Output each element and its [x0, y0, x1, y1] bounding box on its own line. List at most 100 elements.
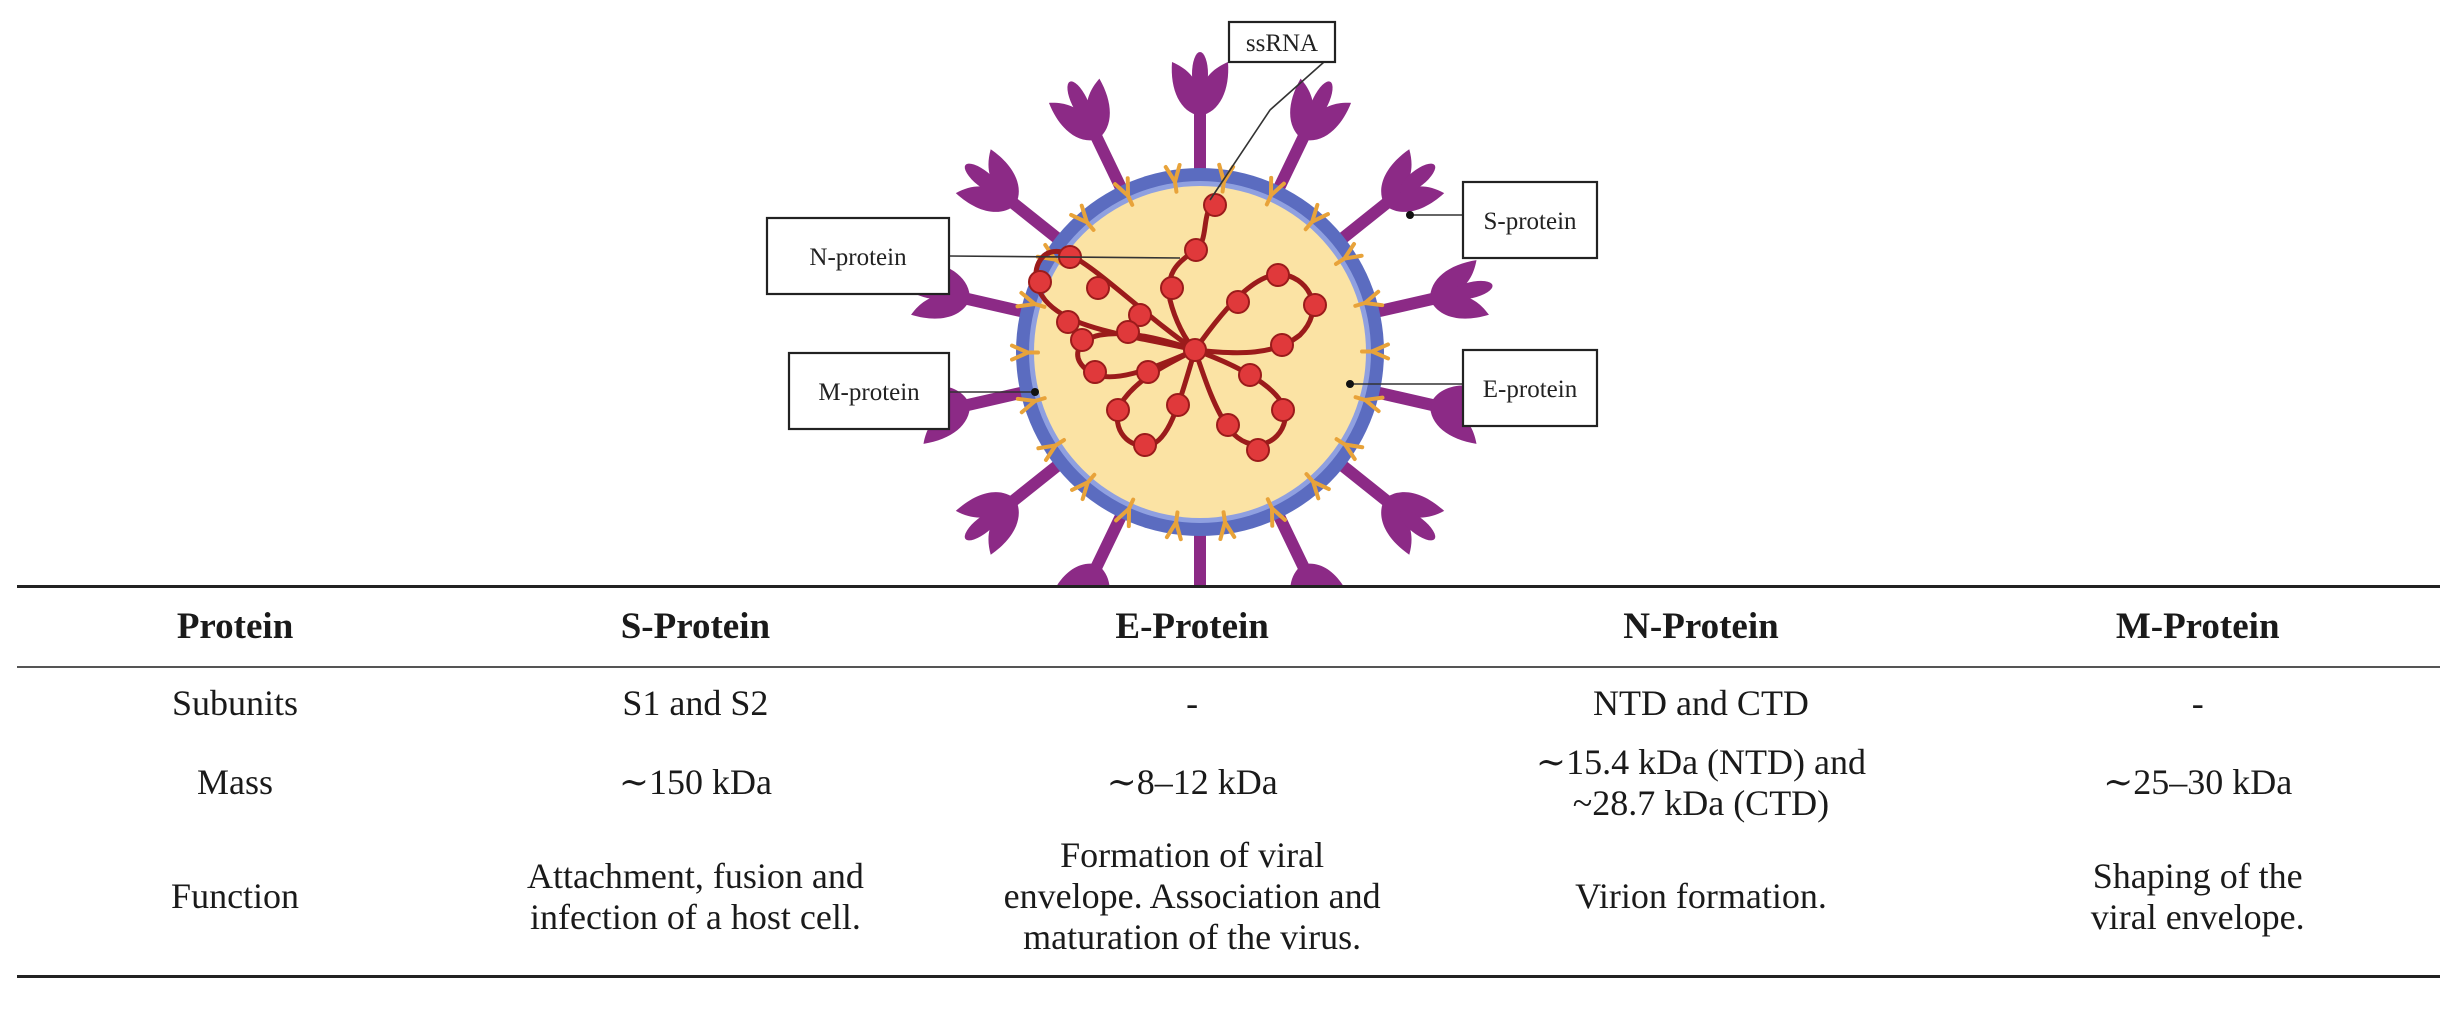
- nucleocapsid-bead: [1086, 276, 1110, 300]
- membrane-protein: [1036, 438, 1066, 463]
- cell-e-function: Formation of viral envelope. Association…: [1003, 835, 1381, 958]
- cell-m-function: Shaping of the viral envelope.: [2090, 855, 2305, 937]
- spike: [955, 149, 1071, 251]
- row-label-mass: Mass: [197, 762, 274, 802]
- nucleocapsid-bead: [1028, 270, 1052, 294]
- nucleocapsid-bead: [1303, 293, 1327, 317]
- cell-e-mass: ∼8–12 kDa: [1106, 762, 1278, 802]
- nucleocapsid-bead: [1246, 438, 1270, 462]
- nucleocapsid-bead: [1203, 193, 1227, 217]
- nucleocapsid-bead: [1056, 310, 1080, 334]
- table-row-function: Function Attachment, fusion and infectio…: [17, 827, 2440, 977]
- s-protein-label-box: [1461, 180, 1599, 260]
- membrane-protein: [1163, 162, 1182, 194]
- nucleocapsid-bead: [1216, 413, 1240, 437]
- cell-m-subunits: -: [2191, 682, 2204, 723]
- membrane-protein: [1015, 290, 1047, 309]
- nucleocapsid-bead: [1226, 290, 1250, 314]
- cell-s-mass: ∼150 kDa: [618, 762, 772, 802]
- spike: [1171, 52, 1229, 182]
- cell-m-mass: ∼25–30 kDa: [2103, 762, 2293, 802]
- n-protein-leader: [948, 255, 1181, 259]
- spike: [955, 453, 1071, 555]
- spike: [1194, 522, 1206, 585]
- nucleocapsid-bead: [1271, 398, 1295, 422]
- spike: [1048, 78, 1132, 202]
- membrane-protein: [1218, 510, 1237, 542]
- nucleocapsid-bead: [1184, 238, 1208, 262]
- cell-n-function: Virion formation.: [1575, 876, 1827, 917]
- membrane-protein: [1265, 497, 1287, 528]
- membrane-protein: [1359, 342, 1391, 361]
- nucleocapsid-bead: [1136, 360, 1160, 384]
- protein-properties-table: Protein S-Protein E-Protein N-Protein M-…: [17, 585, 2440, 978]
- membrane-protein: [1334, 437, 1365, 462]
- e-protein-label-box: [1461, 348, 1599, 428]
- m-protein-leader-dot: [1031, 388, 1039, 396]
- spike: [1329, 453, 1445, 555]
- spike: [1268, 78, 1352, 202]
- cell-n-subunits: NTD and CTD: [1592, 682, 1809, 723]
- nucleocapsid-bead: [1070, 328, 1094, 352]
- cell-n-mass: ∼15.4 kDa (NTD) and ~28.7 kDa (CTD): [1535, 741, 1866, 823]
- membrane-protein: [1303, 202, 1330, 232]
- table-row-subunits: Subunits S1 and S2 - NTD and CTD -: [17, 667, 2440, 739]
- membrane-protein: [1334, 241, 1364, 266]
- n-protein-label-box: [765, 216, 951, 296]
- nucleocapsid-bead: [1183, 338, 1207, 362]
- nucleocapsid-bead: [1266, 263, 1290, 287]
- spike: [1364, 260, 1493, 321]
- cell-s-subunits: S1 and S2: [622, 682, 769, 723]
- membrane-protein: [1164, 510, 1183, 542]
- header-n-protein: N-Protein: [1623, 606, 1779, 648]
- leader-dots: [1031, 211, 1414, 396]
- membrane-protein: [1304, 472, 1331, 501]
- spike-proteins: [907, 52, 1493, 585]
- label-boxes: [765, 20, 1599, 431]
- ssrna-label-box: [1227, 20, 1337, 64]
- m-protein-label-box: [787, 351, 951, 431]
- spike: [1268, 502, 1352, 585]
- nucleocapsid-bead: [1160, 276, 1184, 300]
- e-protein-label: E-protein: [1483, 376, 1578, 403]
- header-protein: Protein: [176, 606, 294, 648]
- membrane-protein: [1353, 395, 1385, 414]
- membrane-protein: [1113, 176, 1135, 207]
- membrane-protein: [1353, 289, 1385, 308]
- membrane-protein: [1070, 472, 1097, 502]
- s-protein-leader-dot: [1406, 211, 1414, 219]
- nucleocapsid-bead: [1083, 360, 1107, 384]
- e-protein-leader-dot: [1346, 380, 1354, 388]
- table-header-row: Protein S-Protein E-Protein N-Protein M-…: [17, 586, 2440, 667]
- nucleocapsid-bead: [1270, 333, 1294, 357]
- nucleocapsid-bead: [1133, 433, 1157, 457]
- spike: [1329, 149, 1445, 251]
- nucleocapsid-bead: [1238, 363, 1262, 387]
- membrane-proteins: [1009, 162, 1391, 542]
- nucleocapsid-bead: [1166, 393, 1190, 417]
- ssrna-leader: [1209, 61, 1325, 201]
- membrane-protein: [1009, 343, 1041, 362]
- header-e-protein: E-Protein: [1115, 606, 1269, 648]
- ssrna-label: ssRNA: [1246, 30, 1318, 57]
- cell-e-subunits: -: [1186, 682, 1199, 723]
- nucleocapsid-bead: [1128, 303, 1152, 327]
- cell-s-function: Attachment, fusion and infection of a ho…: [526, 855, 864, 937]
- row-label-function: Function: [171, 876, 300, 917]
- spike: [1048, 502, 1132, 585]
- nucleocapsid-bead: [1106, 398, 1130, 422]
- m-protein-label: M-protein: [818, 379, 920, 406]
- header-s-protein: S-Protein: [620, 606, 771, 648]
- coronavirus-diagram: ssRNA S-protein N-protein M-protein E-pr…: [765, 20, 1599, 585]
- membrane-protein: [1015, 396, 1047, 415]
- membrane-protein: [1264, 175, 1286, 207]
- membrane-protein: [1069, 203, 1096, 232]
- nucleocapsid-bead: [1116, 320, 1140, 344]
- header-m-protein: M-Protein: [2115, 606, 2280, 648]
- membrane-protein: [1114, 497, 1136, 529]
- n-protein-label: N-protein: [809, 244, 907, 271]
- table-row-mass: Mass ∼150 kDa ∼8–12 kDa ∼15.4 kDa (NTD) …: [17, 739, 2440, 827]
- leader-lines: [948, 61, 1463, 393]
- s-protein-label: S-protein: [1483, 208, 1577, 235]
- row-label-subunits: Subunits: [172, 682, 299, 723]
